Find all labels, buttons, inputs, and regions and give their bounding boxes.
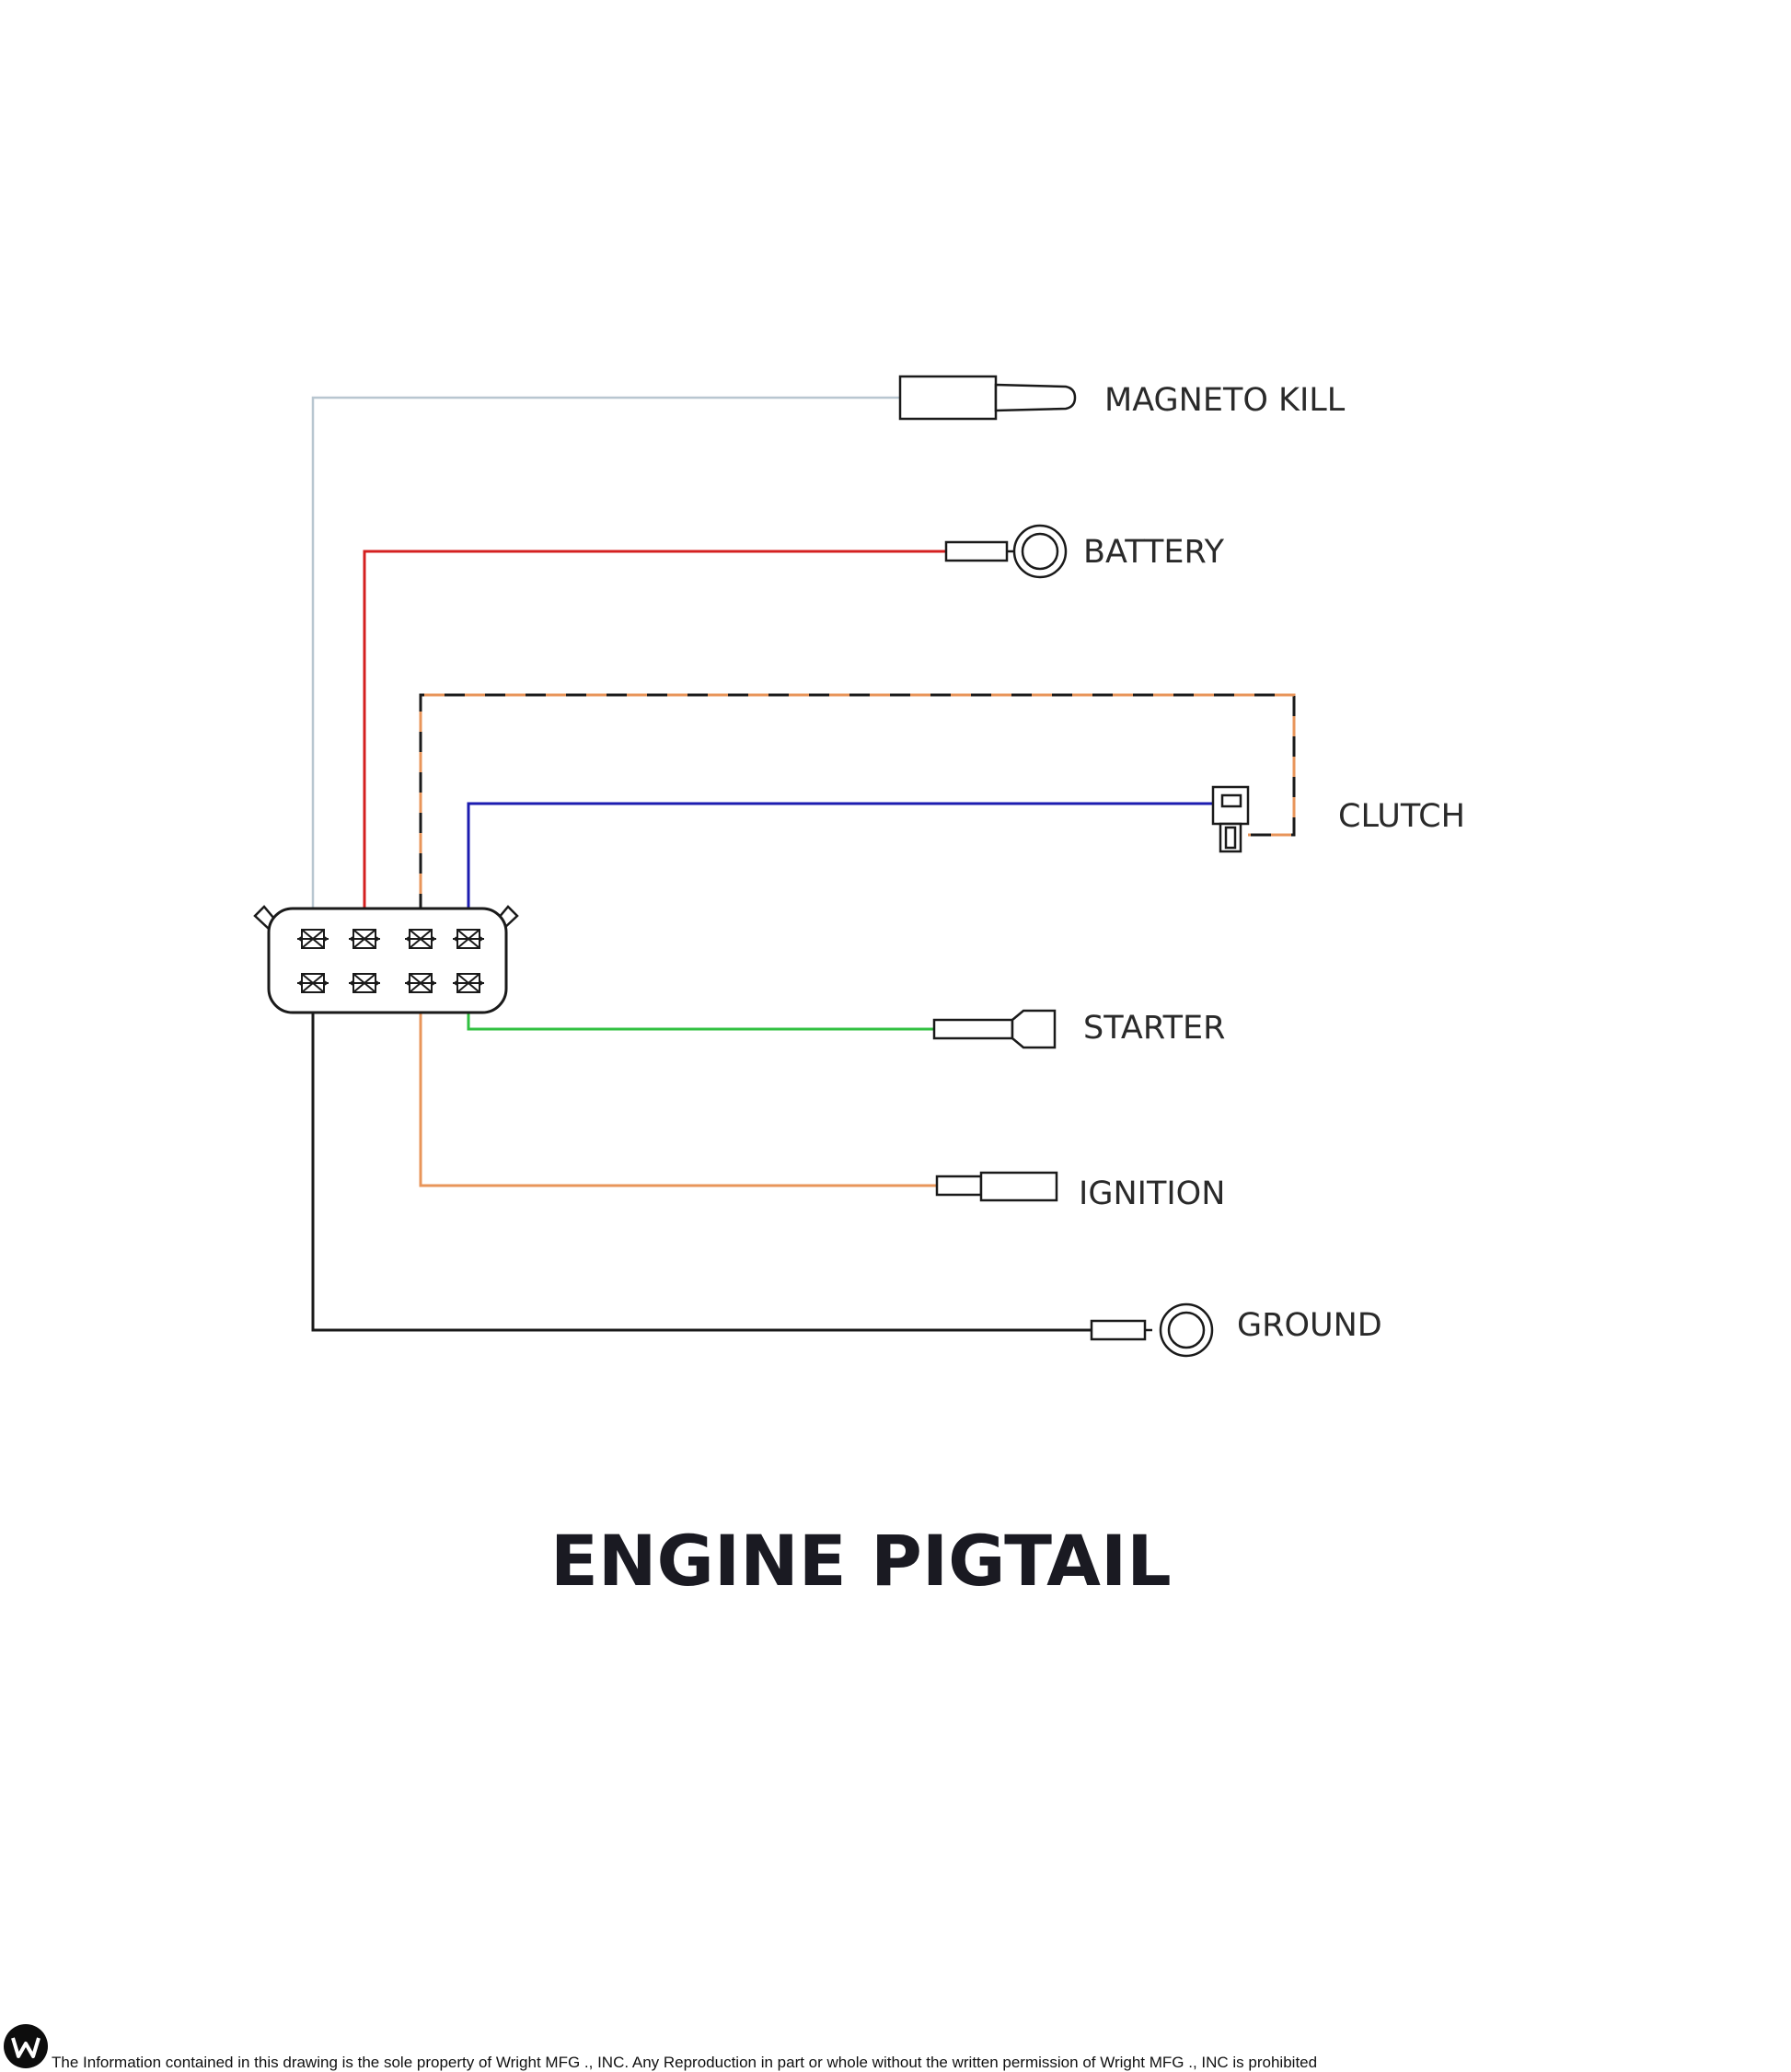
wire-magneto-kill [311, 396, 900, 934]
connector-pin [349, 973, 380, 993]
diagram-title: ENGINE PIGTAIL [550, 1520, 1172, 1602]
wire-clutch-striped [419, 693, 1296, 934]
label-battery: BATTERY [1083, 534, 1225, 571]
ignition-bullet-terminal-icon [935, 1171, 1058, 1202]
wire-ignition [419, 990, 937, 1187]
wire-ground [311, 990, 1092, 1332]
magneto-kill-terminal-icon [898, 375, 1077, 421]
label-clutch: CLUTCH [1338, 798, 1465, 835]
starter-spade-terminal-icon [932, 1009, 1057, 1049]
connector-pin [453, 973, 484, 993]
battery-ring-terminal-icon [944, 524, 1068, 579]
connector-pin [453, 929, 484, 949]
connector-pin [297, 973, 329, 993]
ground-ring-terminal-icon [1090, 1302, 1214, 1358]
clutch-plug-icon [1211, 785, 1250, 853]
footer-disclaimer: The Information contained in this drawin… [52, 2054, 1318, 2071]
connector-pins [297, 929, 484, 993]
connector-pin [297, 929, 329, 949]
label-ground: GROUND [1237, 1307, 1382, 1344]
wire-starter [467, 990, 934, 1031]
label-starter: STARTER [1083, 1010, 1225, 1047]
wright-logo-icon [4, 2024, 48, 2068]
wire-clutch-blue [467, 802, 1213, 934]
label-magneto-kill: MAGNETO KILL [1104, 382, 1346, 419]
connector-pin [405, 973, 436, 993]
connector-pin [349, 929, 380, 949]
connector-pin [405, 929, 436, 949]
label-ignition: IGNITION [1079, 1175, 1225, 1212]
connector-housing [253, 905, 519, 1014]
wire-battery [363, 550, 946, 934]
